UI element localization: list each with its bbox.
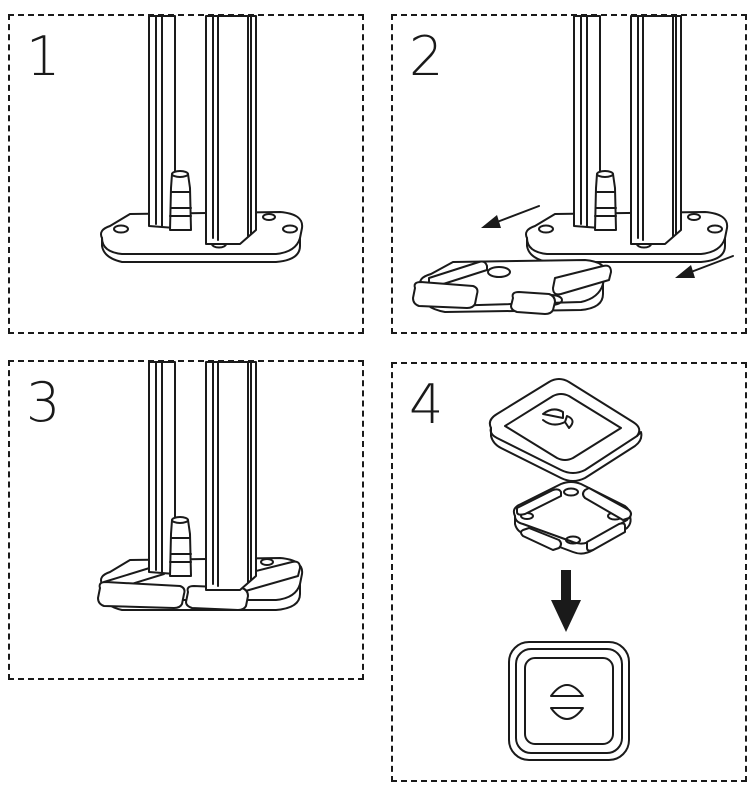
arrow-icon: [675, 255, 734, 278]
step-1-panel: 1: [8, 14, 364, 334]
step-2-panel: 2: [391, 14, 747, 334]
post-icon: [148, 361, 257, 591]
cover-cap-icon: [508, 641, 630, 761]
step-3-panel: 3: [8, 360, 364, 680]
cone-pin-icon: [169, 170, 192, 231]
post-icon: [573, 15, 682, 245]
step-2-illustration: [412, 15, 734, 315]
step-3-illustration: [97, 361, 304, 611]
cover-cap-icon: [488, 378, 643, 482]
base-plate-icon: [100, 211, 304, 263]
base-plate-icon: [525, 211, 729, 263]
clip-frame-icon: [512, 481, 632, 555]
clip-frame-icon: [412, 259, 612, 315]
step-4-illustration: [488, 378, 643, 761]
arrow-icon: [481, 205, 540, 228]
step-1-illustration: [100, 15, 304, 263]
step-number: 1: [26, 25, 61, 88]
step-number: 2: [409, 25, 444, 88]
cone-pin-icon: [169, 516, 192, 577]
post-icon: [148, 15, 257, 245]
step-number: 3: [26, 371, 61, 434]
step-number: 4: [409, 373, 444, 436]
cone-pin-icon: [594, 170, 617, 231]
step-4-panel: 4: [391, 362, 747, 782]
arrow-icon: [551, 570, 581, 632]
